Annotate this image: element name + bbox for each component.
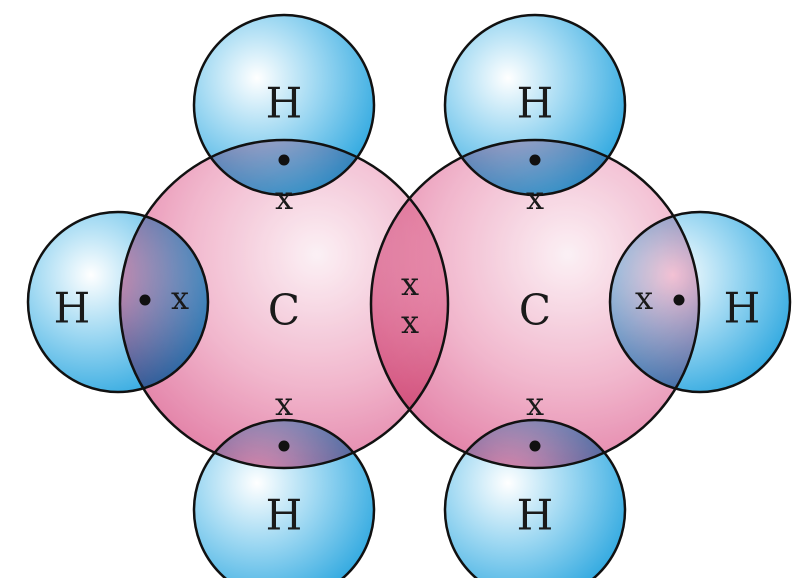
- carbon-electron: x: [401, 303, 419, 341]
- hydrogen-electron-dot: [529, 440, 541, 452]
- hydrogen-label-top-left: H: [266, 79, 303, 128]
- carbon-shell-right: [371, 140, 699, 468]
- carbon-electron: x: [275, 385, 293, 423]
- hydrogen-electron-dot: [529, 154, 541, 166]
- carbon-shells: [120, 140, 699, 468]
- hydrogen-label-top-right: H: [517, 79, 554, 128]
- hydrogen-label-bottom-right: H: [517, 491, 554, 540]
- carbon-electron: x: [401, 265, 419, 303]
- carbon-label-right: C: [519, 286, 551, 335]
- hydrogen-label-left: H: [54, 284, 91, 333]
- hydrogen-label-bottom-left: H: [266, 491, 303, 540]
- hydrogen-electron-dot: [673, 294, 685, 306]
- carbon-electron: x: [526, 385, 544, 423]
- carbon-electrons: x x x x x x x x: [171, 179, 653, 423]
- carbon-electron: x: [171, 279, 189, 317]
- hydrogen-label-right: H: [724, 284, 761, 333]
- carbon-electron: x: [275, 179, 293, 217]
- hydrogen-electron-dot: [278, 440, 290, 452]
- hydrogen-electrons: [139, 154, 685, 452]
- carbon-electron: x: [635, 279, 653, 317]
- carbon-electron: x: [526, 179, 544, 217]
- atom-labels: C C H H H H H H: [54, 79, 761, 540]
- hydrogen-electron-dot: [139, 294, 151, 306]
- carbon-label-left: C: [268, 286, 300, 335]
- shell-outlines: [26, 13, 792, 578]
- hydrogen-electron-dot: [278, 154, 290, 166]
- carbon-shell-left: [120, 140, 448, 468]
